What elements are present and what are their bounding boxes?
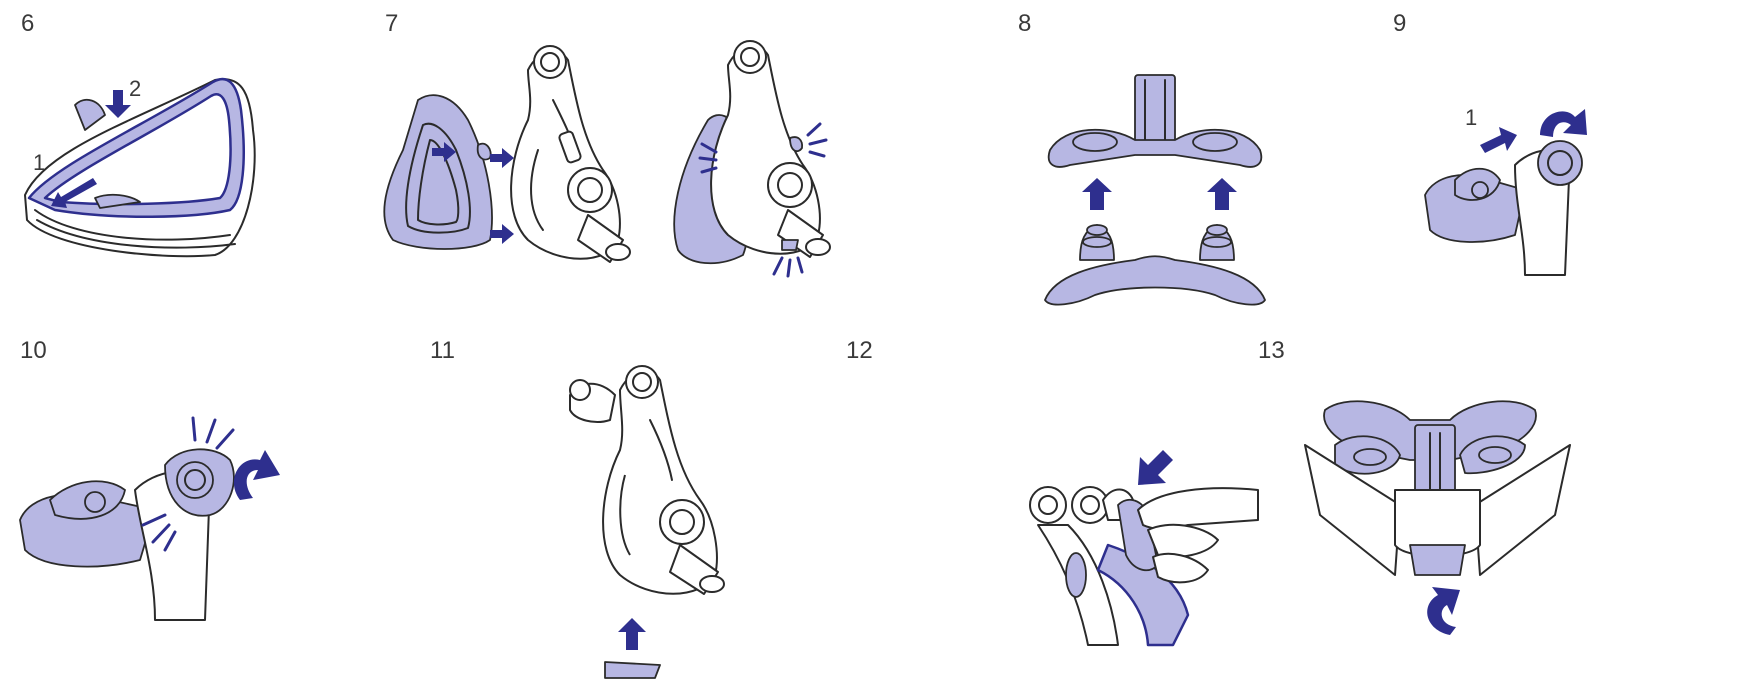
step-8-illustration [1035,70,1295,310]
push-arrow-icon [1207,178,1237,210]
step-6-number: 6 [21,10,34,38]
step-10-number: 10 [20,337,47,365]
step-13-number: 13 [1258,337,1285,365]
step-13-illustration [1300,395,1580,692]
push-arrow-icon [490,148,514,168]
push-arrow-icon [490,224,514,244]
push-arrow-icon [1480,127,1517,153]
step-9-callout-1: 1 [1465,105,1477,130]
push-arrow-icon [1138,450,1173,485]
rotate-arrow-icon [1427,587,1460,635]
step-6-callout-1: 1 [33,150,45,175]
push-arrow-icon [618,618,646,650]
step-12-number: 12 [846,337,873,365]
push-arrow-icon [105,90,131,118]
step-6-illustration: 2 1 [15,70,275,270]
step-7-illustration [378,40,878,300]
step-8-number: 8 [1018,10,1031,38]
step-9-illustration: 1 [1415,95,1742,275]
step-11-illustration [560,360,740,690]
step-6-callout-2: 2 [129,76,141,101]
step-9-number: 9 [1393,10,1406,38]
rotate-arrow-icon [1540,109,1587,137]
step-12-illustration [1018,445,1258,645]
rotate-arrow-icon [234,450,280,500]
step-10-illustration [15,410,315,640]
step-7-number: 7 [385,10,398,38]
step-11-number: 11 [430,337,455,365]
push-arrow-icon [1082,178,1112,210]
